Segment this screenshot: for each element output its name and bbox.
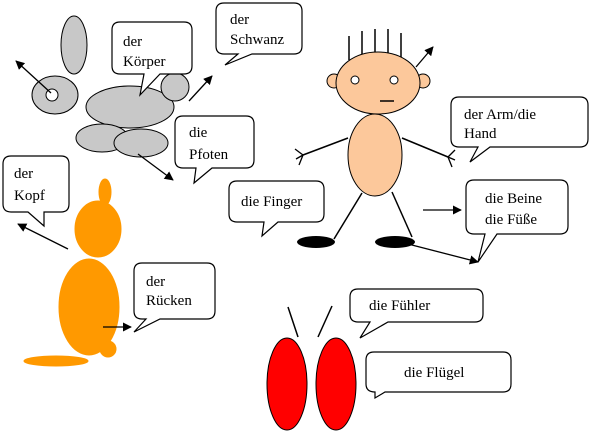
label-ruecken-noun: Rücken <box>146 293 192 309</box>
butterfly-antenna <box>287 306 299 338</box>
label-kopf-noun: Kopf <box>14 188 45 204</box>
label-fuehler: die Fühler <box>369 298 430 314</box>
bubble-fluegel: die Flügel <box>365 351 512 400</box>
label-beine: die Beine <box>485 191 542 207</box>
arrow-fuesse <box>407 243 479 265</box>
label-koerper-article: der <box>123 34 142 50</box>
person-body <box>347 113 403 197</box>
butterfly-figure <box>266 305 357 431</box>
rabbit-figure <box>31 15 190 158</box>
person-eye <box>350 75 360 85</box>
label-arm-hand-line2: Hand <box>464 126 497 142</box>
person-leg-left <box>333 192 363 240</box>
arrow-kopf-rabbit <box>15 60 52 94</box>
rabbit-paw <box>113 128 169 158</box>
person-figure <box>294 29 456 248</box>
label-schwanz-noun: Schwanz <box>230 32 284 48</box>
label-koerper-noun: Körper <box>123 54 165 70</box>
bubble-beine-fuesse: die Beine die Füße <box>465 179 569 263</box>
rabbit-body <box>85 85 175 129</box>
person-hand-right <box>447 156 456 161</box>
bubble-pfoten: die Pfoten <box>174 115 255 185</box>
bubble-arm-hand: der Arm/die Hand <box>450 96 589 163</box>
bubble-koerper: der Körper <box>111 21 193 97</box>
person-hand-right <box>447 149 456 158</box>
bubble-kopf: der Kopf <box>2 155 70 228</box>
arrow-ohr <box>415 46 434 68</box>
person-hand-right <box>447 156 453 168</box>
person-shoe <box>297 236 335 248</box>
dog-tail <box>99 340 117 358</box>
butterfly-antenna <box>317 305 333 338</box>
arrow-schwanz <box>188 75 213 102</box>
rabbit-ear <box>60 15 88 75</box>
person-hand-left <box>295 154 304 160</box>
label-arm-hand-line1: der Arm/die <box>464 107 536 123</box>
person-eye <box>389 75 399 85</box>
person-head <box>335 51 421 115</box>
bubble-ruecken: der Rücken <box>133 262 216 333</box>
person-arm-right <box>401 137 449 158</box>
dog-figure <box>23 178 122 367</box>
dog-head <box>74 200 122 258</box>
label-finger: die Finger <box>241 194 302 210</box>
person-hand-left <box>298 154 304 166</box>
butterfly-wing <box>315 337 357 431</box>
rabbit-tail <box>160 72 190 102</box>
arrow-kopf-dog <box>17 223 69 250</box>
person-hand-left <box>294 148 304 156</box>
dog-body <box>58 258 120 356</box>
butterfly-wing <box>266 337 308 431</box>
label-schwanz-article: der <box>230 12 249 28</box>
person-arm-left <box>302 137 349 156</box>
label-ruecken-article: der <box>146 274 165 290</box>
label-fluegel: die Flügel <box>404 365 464 381</box>
bubble-fuehler: die Fühler <box>349 288 484 339</box>
dog-paws <box>23 355 89 367</box>
label-kopf-article: der <box>14 166 33 182</box>
label-fuesse: die Füße <box>485 212 537 228</box>
label-pfoten-article: die <box>189 125 208 141</box>
arrow-pfoten <box>137 153 174 181</box>
person-shoe <box>375 236 415 248</box>
person-leg-right <box>391 191 413 238</box>
bubble-schwanz: der Schwanz <box>215 2 303 66</box>
label-pfoten-noun: Pfoten <box>189 147 229 163</box>
bubble-finger: die Finger <box>228 180 325 238</box>
